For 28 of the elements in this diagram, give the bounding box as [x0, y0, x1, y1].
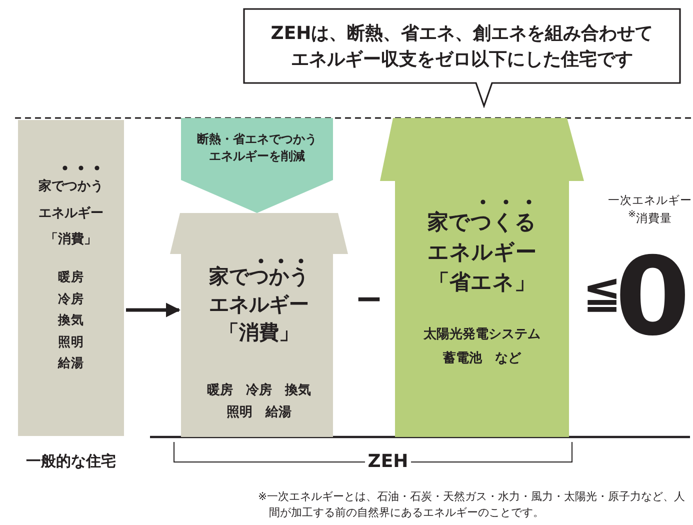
house-shape	[170, 213, 348, 437]
callout-text: ZEHは、断熱、省エネ、創エネを組み合わせてエネルギー収支をゼロ以下にした住宅です	[270, 22, 654, 72]
item-text: 給湯	[58, 354, 84, 372]
item-text: 蓄電池	[442, 350, 482, 368]
item-text: など	[494, 350, 521, 368]
item-text: 換気	[58, 311, 84, 329]
footnote-text: ※一次エネルギーとは、石油・石炭・天然ガス・水力・風力・太陽光・原子力など、人間が加工する前の自然界にあるエネルギーのことです。	[258, 489, 686, 522]
caption-text: 一般的な住宅	[25, 452, 117, 471]
label-text: 一次エネルギー$^{※}$消費量	[607, 192, 693, 226]
down-arrow-shape	[181, 118, 333, 213]
item-text: 照明	[58, 332, 84, 350]
speech-bubble	[243, 8, 681, 108]
item-text: 暖房	[58, 268, 84, 286]
column-box	[18, 120, 124, 436]
item-text: 換気	[284, 382, 311, 400]
item-text: 暖房	[206, 382, 233, 400]
minus-sign: −	[354, 282, 384, 316]
item-text: 給湯	[265, 404, 292, 422]
heading-text: 家でつかうエネルギー「消費」	[38, 178, 104, 250]
item-text: 冷房	[246, 382, 272, 400]
arrow	[126, 302, 180, 318]
heading-text: 家でつかうエネルギー「消費」	[208, 263, 310, 346]
heading-text: 家でつくるエネルギー「省エネ」	[426, 209, 538, 296]
item-text: 冷房	[58, 290, 84, 308]
item-text: 照明	[226, 404, 252, 422]
arrow-text: 断熱・省エネでつかうエネルギーを削減	[196, 131, 318, 166]
item-text: 太陽光発電システム	[423, 326, 540, 344]
house-shape	[380, 118, 584, 437]
